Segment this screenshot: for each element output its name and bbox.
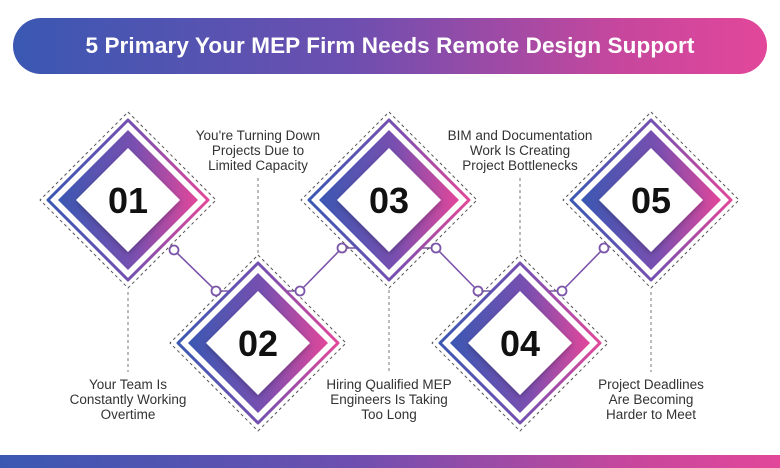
diamond-dashed-outline — [562, 111, 740, 289]
step-diamond-04: 04 — [431, 254, 609, 432]
desc-line: Work Is Creating — [469, 143, 571, 158]
page-title: 5 Primary Your MEP Firm Needs Remote Des… — [85, 33, 695, 58]
step-number: 05 — [631, 180, 671, 221]
desc-line: Hiring Qualified MEP — [326, 377, 452, 392]
desc-line: You're Turning Down — [195, 128, 321, 143]
connector-dot — [210, 285, 222, 297]
step-number: 03 — [369, 180, 409, 221]
step-number: 01 — [108, 180, 148, 221]
desc-line: Project Bottlenecks — [462, 158, 578, 173]
connector-dot — [472, 285, 484, 297]
diamond-inner — [76, 148, 180, 252]
desc-line: Project Deadlines — [598, 377, 704, 392]
diamond-dashed-outline — [300, 111, 478, 289]
desc-line: Overtime — [100, 407, 156, 422]
desc-line: Limited Capacity — [208, 158, 308, 173]
diamond-dashed-outline — [169, 254, 347, 432]
connector-dot — [598, 242, 610, 254]
step-diamond-05: 05 — [562, 111, 740, 289]
step-desc-03: Hiring Qualified MEP Engineers Is Taking… — [304, 377, 474, 422]
connector-dot — [294, 285, 306, 297]
connector-dot — [430, 242, 442, 254]
step-desc-05: Project Deadlines Are Becoming Harder to… — [566, 377, 736, 422]
step-diamond-02: 02 — [169, 254, 347, 432]
step-desc-02: You're Turning Down Projects Due to Limi… — [173, 128, 343, 173]
step-diamond-01: 01 — [39, 111, 217, 289]
diamond-inner — [468, 291, 572, 395]
desc-line: Engineers Is Taking — [330, 392, 448, 407]
desc-line: Your Team Is — [88, 377, 168, 392]
step-desc-01: Your Team Is Constantly Working Overtime — [43, 377, 213, 422]
desc-line: Harder to Meet — [605, 407, 697, 422]
step-desc-04: BIM and Documentation Work Is Creating P… — [435, 128, 605, 173]
desc-line: BIM and Documentation — [447, 128, 593, 143]
diamond-inner — [599, 148, 703, 252]
diamond-dashed-outline — [431, 254, 609, 432]
connector-dot — [336, 242, 348, 254]
desc-line: Are Becoming — [608, 392, 694, 407]
diamond-inner — [337, 148, 441, 252]
step-diamond-03: 03 — [300, 111, 478, 289]
diamond-dashed-outline — [39, 111, 217, 289]
connector-dot — [168, 244, 180, 256]
desc-line: Projects Due to — [211, 143, 305, 158]
desc-line: Too Long — [361, 407, 417, 422]
diamond-inner — [206, 291, 310, 395]
bottom-gradient-bar — [0, 455, 780, 468]
title-banner: 5 Primary Your MEP Firm Needs Remote Des… — [13, 18, 767, 74]
desc-line: Constantly Working — [69, 392, 187, 407]
step-number: 02 — [238, 323, 278, 364]
step-number: 04 — [500, 323, 540, 364]
connector-dot — [556, 285, 568, 297]
